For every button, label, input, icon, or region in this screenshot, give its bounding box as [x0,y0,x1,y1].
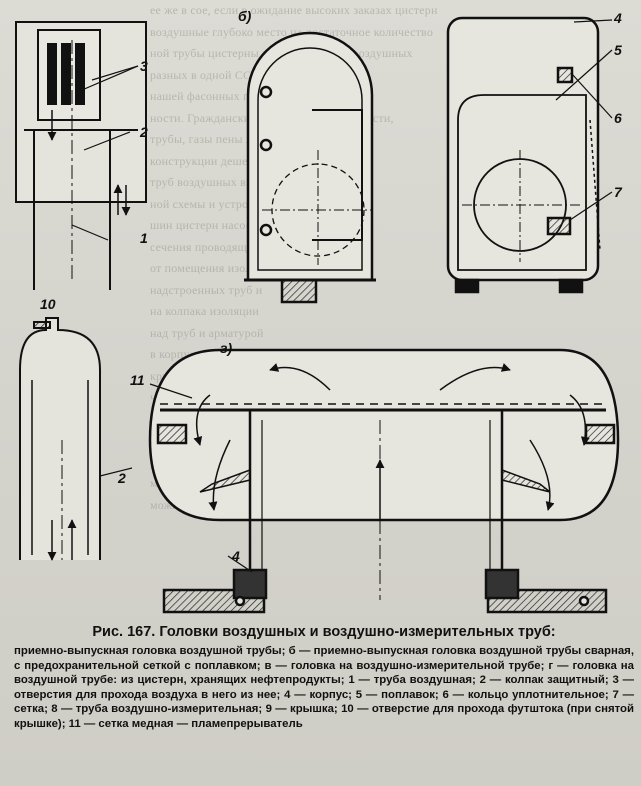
part-number-1: 1 [140,230,148,246]
background-text-line: воздушные глубоко место на достаточное к… [150,24,434,39]
background-text-line: сечения проводящих [150,239,260,254]
background-text-line: надстроенных труб и [150,282,263,297]
background-text-line: ее же в сое, если в ожидание высоких зак… [150,3,438,17]
part-number-4-bottom: 4 [232,548,240,564]
part-number-2-top: 2 [140,124,148,140]
drawing-panel-a [15,21,147,290]
technical-drawing [15,16,620,614]
drawing-panel-v [19,317,133,561]
part-number-11: 11 [130,372,145,388]
part-number-6: 6 [614,110,622,126]
caption-title: Рис. 167. Головки воздушных и воздушно-и… [92,624,556,640]
background-text-line: на колпака изоляции [150,304,260,318]
part-number-3: 3 [140,58,148,74]
part-number-5: 5 [614,42,622,58]
part-number-4-top: 4 [614,10,622,26]
drawing-panel-g [148,348,620,614]
part-number-2-bottom: 2 [118,470,126,486]
figure-caption: Рис. 167. Головки воздушных и воздушно-и… [14,624,634,732]
caption-body: приемно-выпускная головка воздушной труб… [14,645,634,730]
part-number-10: 10 [40,296,56,312]
drawing-panel-b [244,16,613,304]
part-number-7: 7 [614,184,622,200]
panel-label-b: б) [238,8,252,24]
background-text-line: над труб и арматурой [150,325,264,340]
panel-label-g: г) [220,340,233,356]
